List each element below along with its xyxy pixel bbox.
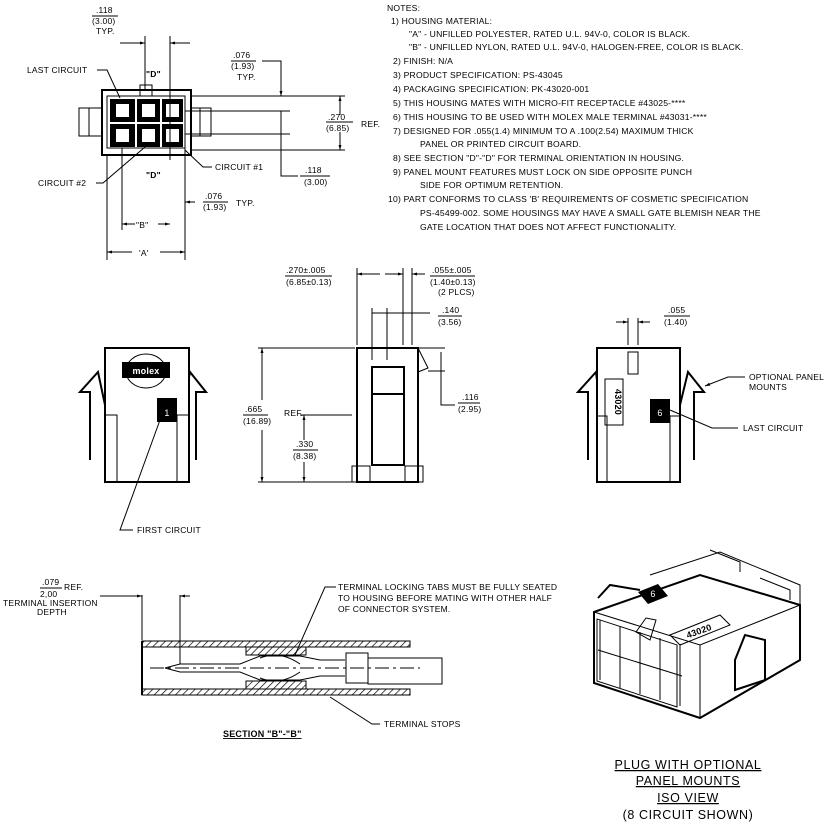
note-line: PANEL OR PRINTED CIRCUIT BOARD. [420, 139, 581, 149]
dim-top-in: .076 [233, 50, 250, 60]
dim-top-note: TYP. [237, 72, 256, 82]
dim-bottom-in: .076 [205, 191, 222, 201]
dim-bottom-mm: (1.93) [203, 202, 226, 212]
note-line: GATE LOCATION THAT DOES NOT AFFECT FUNCT… [420, 222, 676, 232]
circuit-number-box [650, 399, 670, 423]
note-line: 5) THIS HOUSING MATES WITH MICRO-FIT REC… [393, 98, 686, 108]
last-circuit-label: LAST CIRCUIT [743, 423, 803, 433]
section-d-label-top: "D" [146, 69, 161, 79]
note-line: "A" - UNFILLED POLYESTER, RATED U.L. 94V… [409, 29, 690, 39]
insertion-depth-label: TERMINAL INSERTION [3, 598, 98, 608]
dim-pitch-mm: (3.00) [92, 16, 115, 26]
iso-view-title: PLUG WITH OPTIONAL PANEL MOUNTS ISO VIEW… [615, 758, 762, 822]
locking-tabs-note: TO HOUSING BEFORE MATING WITH OTHER HALF [338, 593, 552, 603]
note-line: "B" - UNFILLED NYLON, RATED U.L. 94V-0, … [409, 42, 743, 52]
dim-ramp-mm: (2.95) [458, 404, 481, 414]
last-circuit-label: LAST CIRCUIT [27, 65, 87, 75]
circuit-number: 6 [657, 408, 662, 418]
notes-heading: NOTES: [387, 3, 420, 13]
dim-pitch-note: TYP. [96, 26, 115, 36]
polarization-key [139, 84, 153, 97]
dim-row-mm: (3.00) [304, 177, 327, 187]
end-view: molex 1 FIRST CIRCUIT [77, 347, 209, 535]
dim-height-in: .270 [328, 112, 345, 122]
dim-latch-note: (2 PLCS) [438, 287, 475, 297]
insertion-depth-label: DEPTH [37, 607, 67, 617]
dim-height-in: .665 [245, 404, 262, 414]
dim-pitch-in: .118 [96, 5, 113, 15]
locking-tabs-note: OF CONNECTOR SYSTEM. [338, 604, 450, 614]
locking-tabs-note: TERMINAL LOCKING TABS MUST BE FULLY SEAT… [338, 582, 557, 592]
circuit-2-label: CIRCUIT #2 [38, 178, 86, 188]
dim-key-mm: (1.40) [664, 317, 687, 327]
cavity-grid [110, 99, 183, 147]
notes-block: NOTES: 1) HOUSING MATERIAL: "A" - UNFILL… [387, 3, 761, 232]
iso-title-line: ISO VIEW [657, 791, 719, 805]
circuit-1-label: CIRCUIT #1 [215, 162, 263, 172]
dim-leg-mm: (8.38) [293, 451, 316, 461]
dim-width-mm: (6.85±0.13) [286, 277, 332, 287]
note-line: 6) THIS HOUSING TO BE USED WITH MOLEX MA… [393, 112, 707, 122]
cavity-grid [597, 620, 683, 706]
dim-a-label: 'A' [139, 248, 149, 258]
section-d-label-bottom: "D" [146, 170, 161, 180]
iso-view: 6 43020 [593, 549, 801, 720]
iso-title-line: (8 CIRCUIT SHOWN) [623, 808, 754, 822]
dim-bottom-note: TYP. [236, 198, 255, 208]
dim-depth-mm: 2,00 [40, 589, 57, 599]
front-view: .118 (3.00) TYP. LAST CIRCUIT "D" "D" .0… [27, 5, 380, 260]
note-line: 9) PANEL MOUNT FEATURES MUST LOCK ON SID… [393, 167, 692, 177]
note-line: 8) SEE SECTION "D"-"D" FOR TERMINAL ORIE… [393, 153, 684, 163]
note-line: 1) HOUSING MATERIAL: [391, 16, 492, 26]
dim-b-label: "B" [136, 220, 148, 230]
optional-panel-mounts-label: OPTIONAL PANEL [749, 372, 824, 382]
terminal-stops-label: TERMINAL STOPS [384, 719, 461, 729]
dim-width-in: .270±.005 [286, 265, 326, 275]
dim-latch-mm: (1.40±0.13) [430, 277, 476, 287]
side-view: .270±.005 (6.85±0.13) .055±.005 (1.40±0.… [243, 265, 481, 483]
first-circuit-label: FIRST CIRCUIT [137, 525, 201, 535]
dim-height-mm: (6.85) [326, 123, 349, 133]
section-bb-title: SECTION "B"-"B" [223, 729, 302, 739]
dim-top-mm: (1.93) [231, 61, 254, 71]
rear-view: 43020 6 .055 (1.40) OPTIONAL PANEL MOUNT… [575, 305, 824, 483]
dim-row-in: .118 [305, 165, 322, 175]
note-line: SIDE FOR OPTIMUM RETENTION. [420, 180, 563, 190]
circuit-number-marker [638, 584, 668, 604]
dim-key-in: .055 [668, 305, 685, 315]
panel-mount [734, 633, 766, 692]
note-line: 4) PACKAGING SPECIFICATION: PK-43020-001 [393, 84, 589, 94]
note-line: 3) PRODUCT SPECIFICATION: PS-43045 [393, 70, 563, 80]
dim-height-mm: (16.89) [243, 416, 271, 426]
circuit-number-box [157, 398, 177, 422]
iso-title-line: PANEL MOUNTS [636, 774, 740, 788]
dim-latch-in: .055±.005 [432, 265, 472, 275]
note-line: 7) DESIGNED FOR .055(1.4) MINIMUM TO A .… [393, 126, 694, 136]
polarization-key [627, 351, 639, 375]
dim-depth-note: REF. [64, 582, 83, 592]
dim-ramp-in: .116 [462, 392, 479, 402]
circuit-number: 1 [164, 408, 169, 418]
dim-depth-in: .079 [42, 577, 59, 587]
dim-window-in: .140 [442, 305, 459, 315]
molex-logo-text: molex [132, 366, 159, 376]
iso-title-line: PLUG WITH OPTIONAL [615, 758, 762, 772]
note-line: PS-45499-002. SOME HOUSINGS MAY HAVE A S… [420, 208, 761, 218]
iso-circuit-number: 6 [650, 589, 655, 599]
part-number: 43020 [613, 389, 623, 415]
dim-height-note: REF. [361, 119, 380, 129]
optional-panel-mounts-label: MOUNTS [749, 382, 787, 392]
dim-leg-in: .330 [296, 439, 313, 449]
note-line: 10) PART CONFORMS TO CLASS 'B' REQUIREME… [388, 194, 748, 204]
dim-height-note: REF. [284, 408, 303, 418]
note-line: 2) FINISH: N/A [393, 56, 453, 66]
dim-window-mm: (3.56) [438, 317, 461, 327]
section-bb: .079 2,00 REF. TERMINAL INSERTION DEPTH … [3, 577, 557, 739]
side-body [356, 347, 419, 483]
